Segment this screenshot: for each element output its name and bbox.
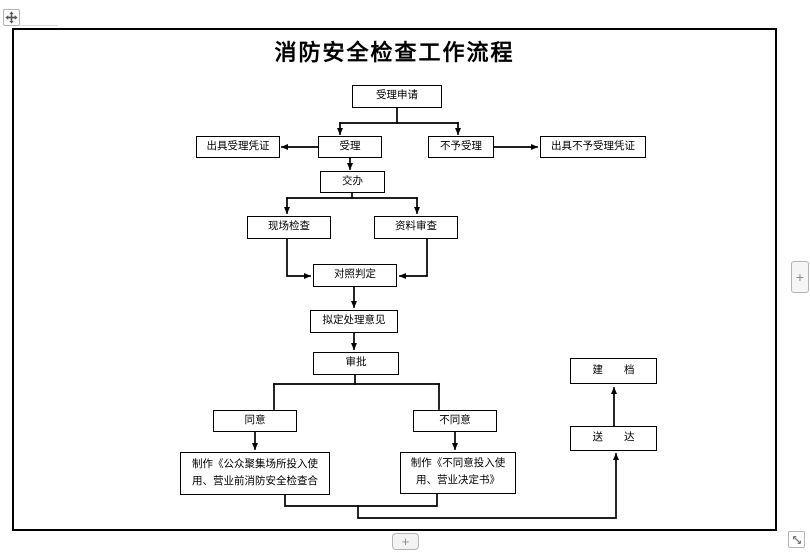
plus-icon: + [795, 269, 805, 285]
ruler-tick [20, 25, 58, 26]
flow-node-onsite-inspection[interactable]: 现场检查 [247, 216, 331, 239]
insert-bottom-button[interactable]: + [392, 533, 419, 550]
resize-diagonal-icon [792, 535, 801, 544]
flow-node-accept[interactable]: 受理 [318, 136, 382, 158]
insert-right-button[interactable]: + [791, 261, 809, 293]
flow-node-issue-acceptance-receipt[interactable]: 出具受理凭证 [196, 136, 280, 158]
flow-node-deliver[interactable]: 送 达 [570, 426, 657, 451]
flow-node-not-accept[interactable]: 不予受理 [428, 136, 494, 158]
flow-node-issue-non-acceptance-receipt[interactable]: 出具不予受理凭证 [540, 136, 646, 158]
flow-node-agree[interactable]: 同意 [213, 410, 297, 432]
flow-node-assign[interactable]: 交办 [320, 171, 385, 193]
flow-node-accept-application[interactable]: 受理申请 [352, 85, 442, 108]
flow-node-make-inspection-certificate[interactable]: 制作《公众聚集场所投入使 用、营业前消防安全检查合 [180, 452, 330, 495]
flow-node-disagree[interactable]: 不同意 [413, 410, 497, 432]
flow-node-make-decision-document[interactable]: 制作《不同意投入使 用、营业决定书》 [400, 452, 516, 494]
flow-node-comparison-judgment[interactable]: 对照判定 [313, 264, 397, 287]
move-handle-button[interactable] [3, 9, 20, 26]
flow-node-approval[interactable]: 审批 [313, 352, 399, 375]
resize-handle-button[interactable] [788, 531, 805, 548]
flow-node-document-review[interactable]: 资料审查 [374, 216, 458, 239]
plus-icon: + [401, 534, 410, 549]
move-icon [5, 11, 18, 24]
flow-node-draft-opinion[interactable]: 拟定处理意见 [310, 310, 398, 333]
flow-node-archive[interactable]: 建 档 [570, 358, 657, 384]
flowchart-title: 消防安全检查工作流程 [274, 40, 515, 65]
